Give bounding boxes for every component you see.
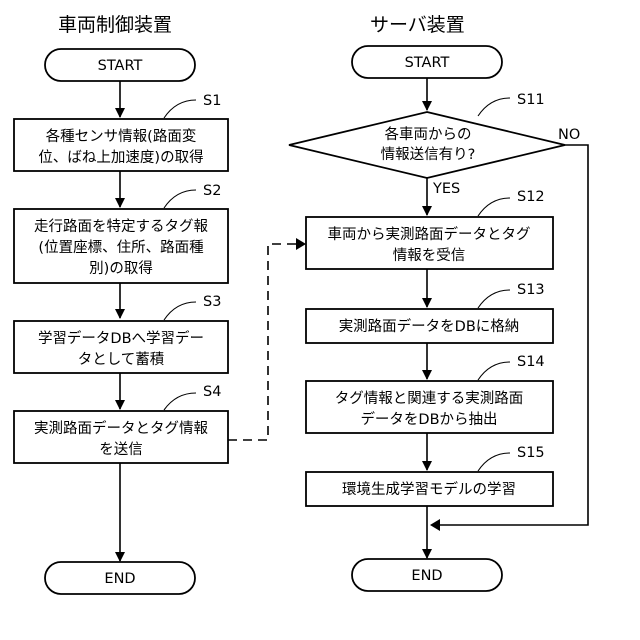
vehicle-end-terminal: END [45,562,195,594]
s11-leader-line [478,98,510,116]
server-end-terminal: END [352,559,502,591]
server-start-terminal: START [352,46,502,78]
server-step-s13: S13 実測路面データをDBに格納 [306,282,553,343]
s1-text-line-1: 各種センサ情報(路面変 [46,128,197,145]
server-step-s11-decision: S11 各車両からの 情報送信有り? NO YES [289,92,580,197]
vehicle-start-label: START [98,58,143,74]
server-step-s12: S12 車両から実測路面データとタグ 情報を受信 [306,189,553,269]
s11-text-line-2: 情報送信有り? [381,146,476,163]
server-end-label: END [411,568,442,584]
s2-text-line-1: 走行路面を特定するタグ報 [34,218,208,235]
vehicle-step-s3: S3 学習データDBへ学習デー タとして蓄積 [14,294,228,373]
s12-leader-line [478,198,510,216]
s3-text-line-2: タとして蓄積 [78,351,165,368]
transmission-arrowhead [296,238,306,250]
vehicle-flow: START S1 各種センサ情報(路面変 位、ばね上加速度)の取得 S2 走行路… [14,49,228,594]
s12-step-label: S12 [517,189,545,205]
s14-text-line-1: タグ情報と関連する実測路面 [335,390,524,407]
vehicle-step-s2: S2 走行路面を特定するタグ報 (位置座標、住所、路面種 別)の取得 [14,183,228,283]
s14-leader-line [478,362,510,380]
vehicle-step-s4: S4 実測路面データとタグ情報 を送信 [14,384,228,463]
transmission-dashed-link [228,244,300,440]
s4-text-line-1: 実測路面データとタグ情報 [34,419,208,437]
s2-step-label: S2 [203,183,221,199]
server-step-s15: S15 環境生成学習モデルの学習 [306,445,553,506]
s3-leader-line [164,302,196,320]
s3-text-line-1: 学習データDBへ学習デー [38,329,204,347]
no-branch-arrowhead [430,519,440,531]
s13-step-label: S13 [517,282,545,298]
s14-text-line-2: データをDBから抽出 [360,410,497,428]
s15-text-line-1: 環境生成学習モデルの学習 [342,480,516,498]
server-start-label: START [405,55,450,71]
s14-step-label: S14 [517,354,545,370]
s4-text-line-2: を送信 [99,441,143,458]
vehicle-end-label: END [104,571,135,587]
s12-text-line-2: 情報を受信 [393,247,466,264]
s1-step-label: S1 [203,93,221,109]
vehicle-column-title: 車両制御装置 [58,14,172,36]
s15-step-label: S15 [517,445,545,461]
s4-leader-line [164,393,196,410]
s13-leader-line [478,290,510,308]
s11-text-line-1: 各車両からの [385,126,472,143]
s2-text-line-2: (位置座標、住所、路面種 [38,239,203,256]
server-column-title: サーバ装置 [370,14,465,36]
s11-step-label: S11 [517,92,545,108]
s11-no-label: NO [558,127,580,143]
s1-text-line-2: 位、ばね上加速度)の取得 [38,149,203,166]
s2-leader-line [164,190,196,208]
vehicle-step-s1: S1 各種センサ情報(路面変 位、ばね上加速度)の取得 [14,93,228,171]
s12-text-line-1: 車両から実測路面データとタグ [328,225,531,243]
server-flow: START S11 各車両からの 情報送信有り? NO YES S12 車両から… [289,46,588,591]
s15-leader-line [478,453,510,471]
s3-step-label: S3 [203,294,221,310]
s1-leader-line [164,100,196,118]
s11-yes-label: YES [432,181,460,197]
s2-text-line-3: 別)の取得 [89,260,153,277]
vehicle-start-terminal: START [45,49,195,81]
server-step-s14: S14 タグ情報と関連する実測路面 データをDBから抽出 [306,354,553,433]
s4-step-label: S4 [203,384,221,400]
s13-text-line-1: 実測路面データをDBに格納 [339,317,520,335]
